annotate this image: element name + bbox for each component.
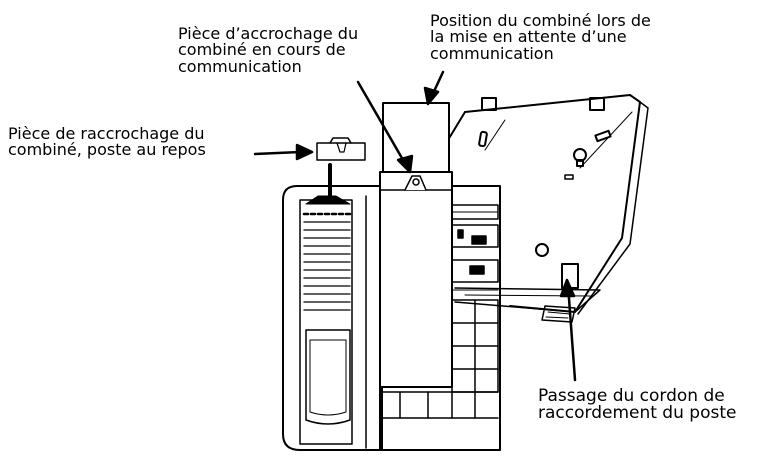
label-line: Position du combiné lors de <box>430 11 651 30</box>
label-line: combiné en cours de <box>178 40 346 60</box>
label-handset-hold: Position du combiné lors de la mise en a… <box>430 11 651 63</box>
label-line: communication <box>430 43 554 63</box>
label-line: communication <box>178 56 302 76</box>
label-line: Passage du cordon de <box>538 386 725 406</box>
label-line: la mise en attente d’une <box>430 27 627 47</box>
label-line: combiné, poste au repos <box>8 140 206 160</box>
wall-mount-bracket <box>447 94 649 323</box>
rest-hook-piece <box>316 137 366 161</box>
handset <box>379 102 453 388</box>
label-line: Pièce de raccrochage du <box>8 124 205 143</box>
label-line: Pièce d’accrochage du <box>178 24 359 43</box>
leader-arrows <box>253 70 577 382</box>
label-cord-passage: Passage du cordon de raccordement du pos… <box>538 386 737 424</box>
label-rest-hook: Pièce de raccrochage du combiné, poste a… <box>8 124 206 160</box>
label-hook-in-call: Pièce d’accrochage du combiné en cours d… <box>178 24 359 76</box>
label-line: raccordement du poste <box>538 403 737 424</box>
